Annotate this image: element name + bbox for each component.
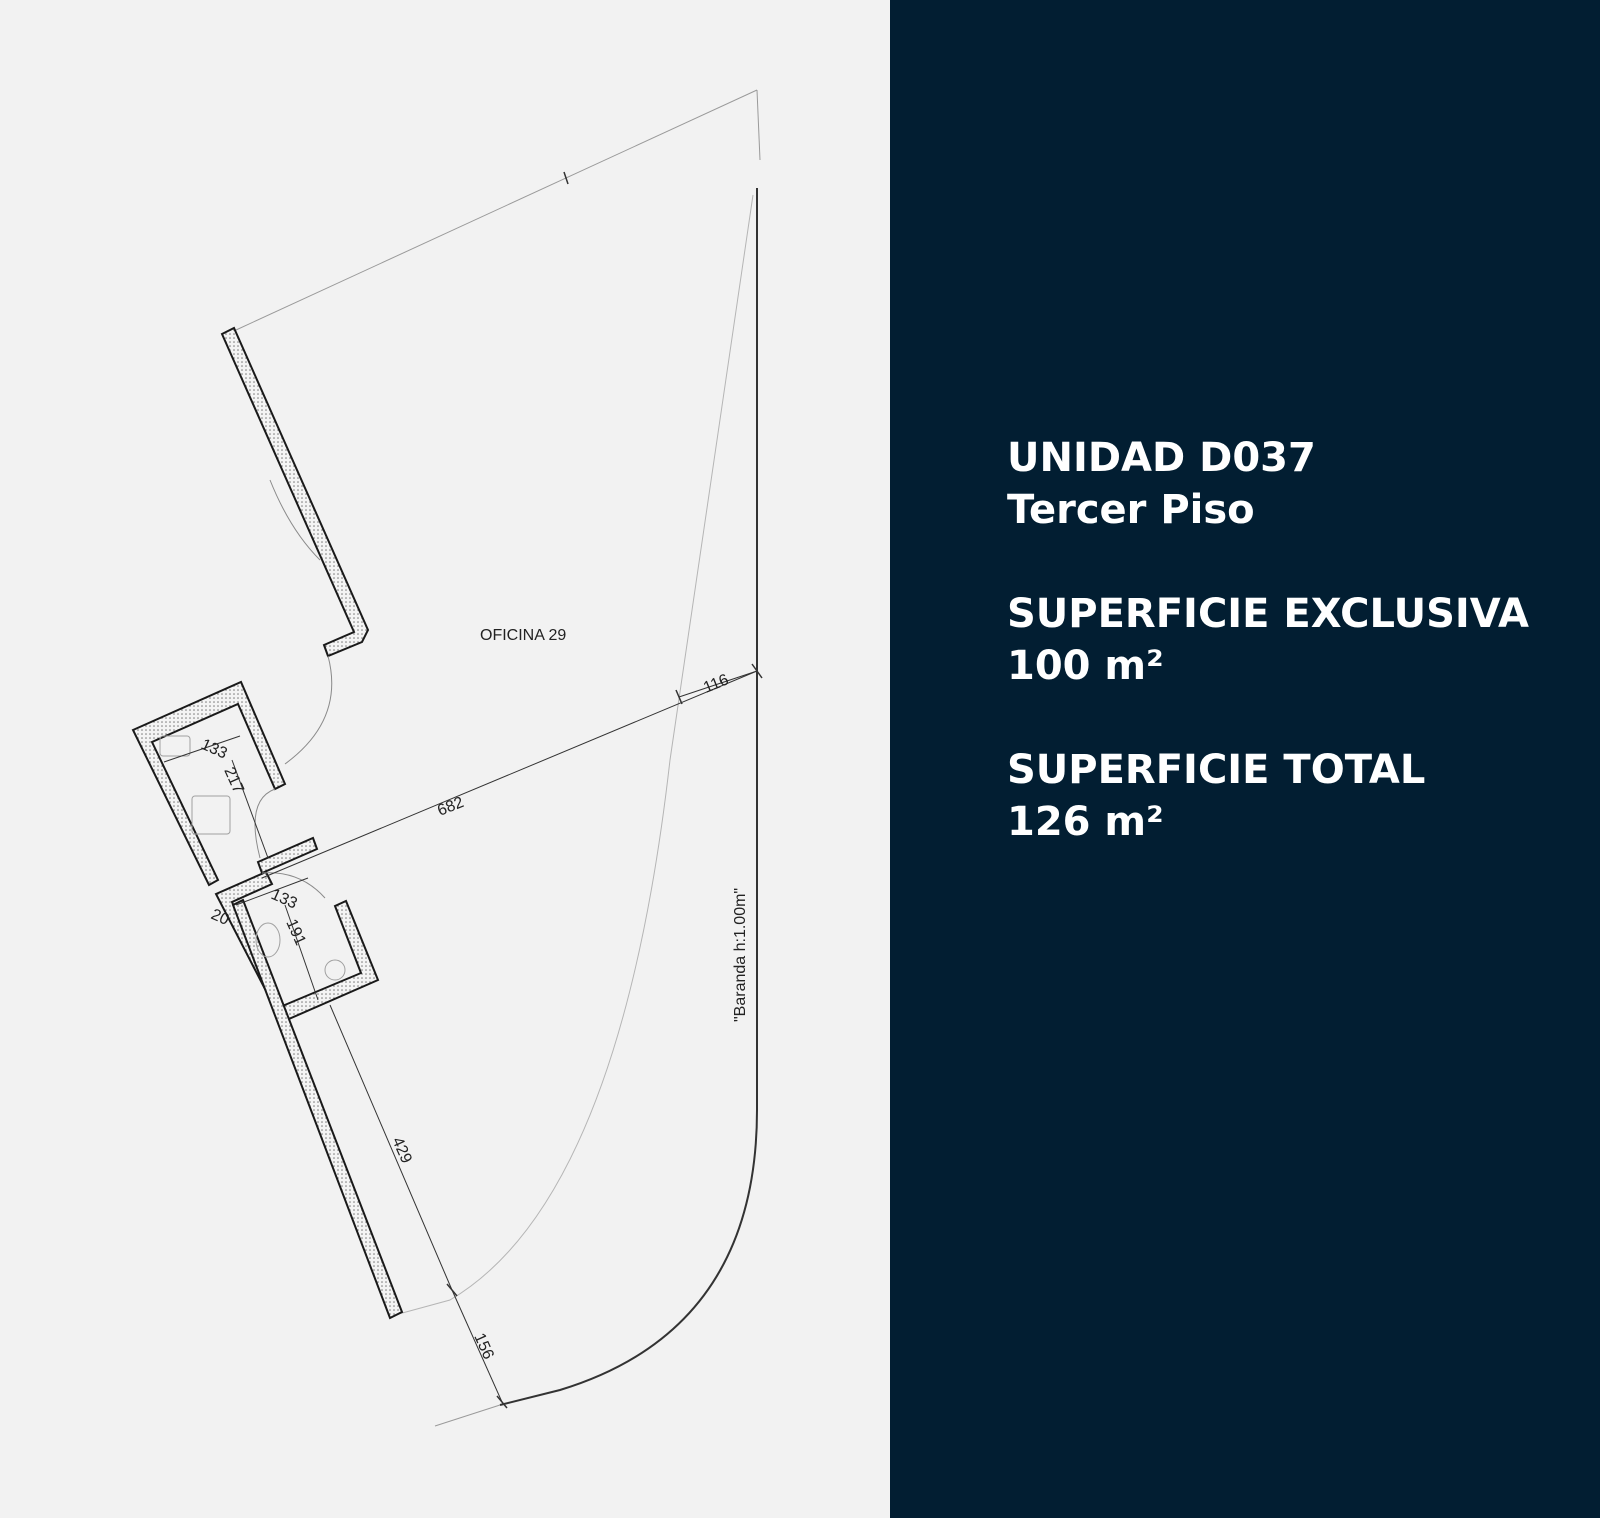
railing-curve bbox=[499, 188, 758, 1406]
dimension-191: 191 bbox=[282, 917, 308, 948]
railing-inner-line bbox=[394, 194, 754, 1316]
exclusive-area-value: 100 m² bbox=[1007, 643, 1164, 689]
dimension-217: 217 bbox=[220, 765, 246, 796]
wall-lower-diagonal bbox=[231, 898, 404, 1320]
info-panel: UNIDAD D037 Tercer Piso SUPERFICIE EXCLU… bbox=[890, 0, 1600, 1518]
dimension-133-bottom: 133 bbox=[268, 886, 299, 912]
wall-bathroom-1 bbox=[131, 680, 287, 887]
dimension-133-top: 133 bbox=[198, 736, 229, 762]
unit-title: UNIDAD D037 bbox=[1007, 435, 1316, 481]
wall-bathroom-2 bbox=[214, 870, 380, 1024]
exclusive-area-label: SUPERFICIE EXCLUSIVA bbox=[1007, 591, 1529, 637]
total-area-group: SUPERFICIE TOTAL 126 m² bbox=[1007, 744, 1529, 848]
dimension-20: 20 bbox=[208, 906, 231, 929]
dimension-lines bbox=[163, 670, 758, 1403]
dimension-ticks bbox=[446, 171, 763, 1409]
dimension-156: 156 bbox=[470, 1331, 496, 1362]
unit-floor: Tercer Piso bbox=[1007, 487, 1255, 533]
walls bbox=[131, 326, 404, 1320]
railing-label: "Baranda h:1.00m" bbox=[732, 888, 749, 1022]
terrace-boundary bbox=[235, 89, 761, 1427]
door-swings bbox=[254, 479, 333, 899]
room-label: OFICINA 29 bbox=[480, 627, 566, 644]
dimension-429: 429 bbox=[388, 1135, 414, 1166]
wall-upper-diagonal bbox=[220, 326, 370, 658]
exclusive-area-group: SUPERFICIE EXCLUSIVA 100 m² bbox=[1007, 588, 1529, 692]
dimension-682: 682 bbox=[435, 794, 466, 820]
fixtures bbox=[159, 735, 346, 981]
dimension-116: 116 bbox=[701, 671, 731, 696]
total-area-label: SUPERFICIE TOTAL bbox=[1007, 747, 1426, 793]
wall-partition bbox=[256, 836, 319, 875]
floor-plan-panel: OFICINA 29 116 682 133 217 133 20 191 42… bbox=[131, 89, 763, 1427]
unit-info: UNIDAD D037 Tercer Piso SUPERFICIE EXCLU… bbox=[1007, 432, 1529, 900]
unit-heading-group: UNIDAD D037 Tercer Piso bbox=[1007, 432, 1529, 536]
floor-plan-drawing: OFICINA 29 116 682 133 217 133 20 191 42… bbox=[131, 89, 763, 1427]
total-area-value: 126 m² bbox=[1007, 799, 1164, 845]
